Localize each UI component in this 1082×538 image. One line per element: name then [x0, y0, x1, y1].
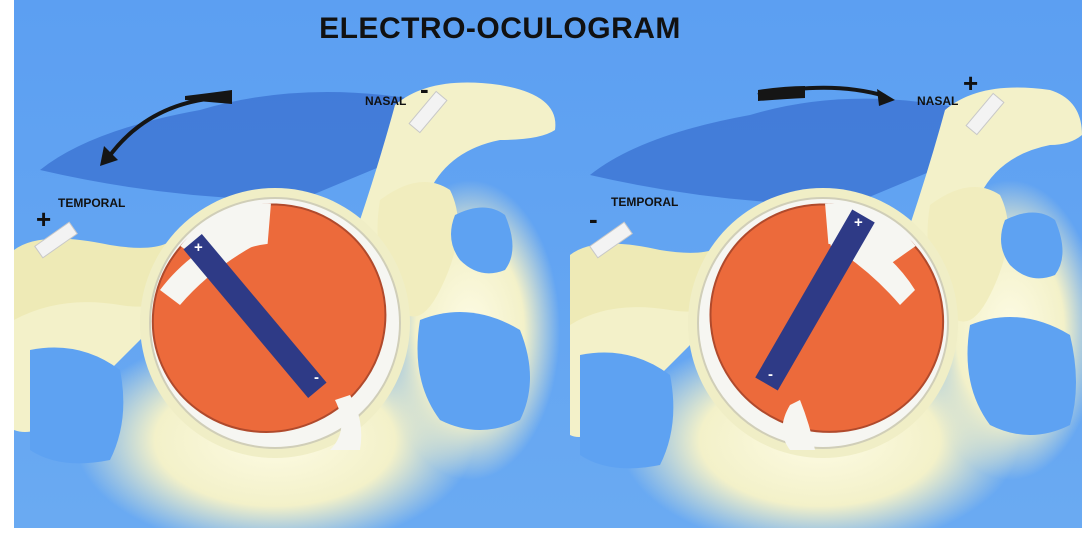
dipole-negative-label: -: [314, 370, 319, 385]
temporal-label: TEMPORAL: [611, 195, 678, 209]
nasal-label: NASAL: [917, 94, 958, 108]
dipole-negative-label: -: [768, 367, 773, 382]
dipole-positive-label: +: [194, 240, 203, 255]
temporal-polarity: +: [36, 206, 51, 232]
dipole-positive-label: +: [854, 215, 863, 230]
nasal-polarity: -: [420, 76, 429, 102]
page-title: ELECTRO-OCULOGRAM: [0, 12, 1000, 46]
nasal-polarity: +: [963, 70, 978, 96]
panel-right: [570, 86, 1082, 538]
temporal-label: TEMPORAL: [58, 196, 125, 210]
temporal-polarity: -: [589, 206, 598, 232]
nasal-label: NASAL: [365, 94, 406, 108]
